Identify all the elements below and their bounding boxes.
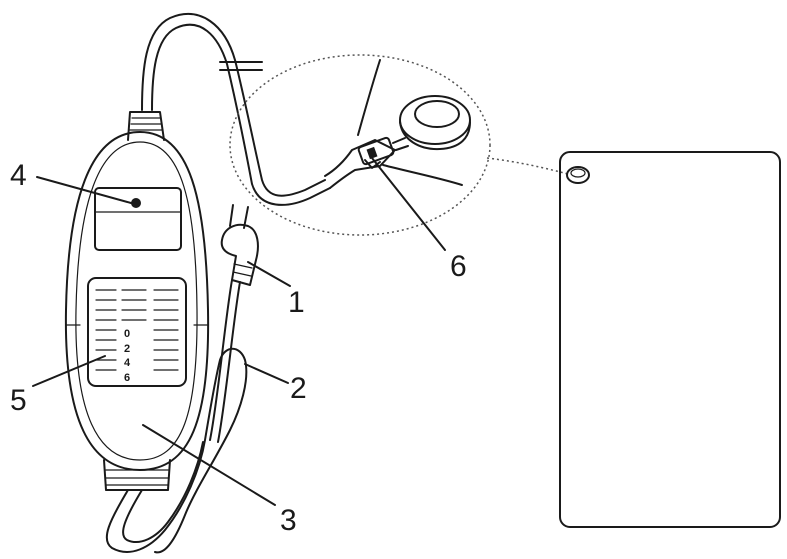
leader-2 (244, 363, 289, 384)
dial-grooves (95, 289, 179, 371)
callout-2: 2 (290, 372, 307, 405)
heating-pad (559, 151, 781, 528)
pad-cable (357, 59, 381, 136)
dial-level-0: 0 (124, 328, 130, 340)
round-socket (399, 95, 471, 151)
callout-6: 6 (450, 250, 467, 283)
connector-plug (324, 136, 409, 189)
controller-strain-relief-top (127, 111, 165, 141)
lower-cord (105, 279, 248, 554)
controller-strain-relief-bottom (103, 459, 171, 491)
leader-5 (32, 355, 106, 387)
dial-level-6: 6 (124, 372, 130, 384)
leader-6 (371, 157, 446, 251)
callout-5: 5 (10, 384, 27, 417)
pad-socket-icon (566, 166, 590, 184)
leader-3 (142, 424, 276, 506)
callout-4: 4 (10, 159, 27, 192)
leader-1 (247, 261, 291, 287)
detail-leader (486, 157, 569, 175)
callout-3: 3 (280, 504, 297, 537)
callout-1: 1 (288, 286, 305, 319)
leader-4 (36, 176, 132, 204)
dial-panel (87, 277, 187, 387)
controller: 0 2 4 6 (64, 111, 210, 491)
detail-magnifier (229, 54, 491, 236)
indicator-light (131, 198, 141, 208)
indicator-panel (94, 187, 182, 251)
upper-cord (141, 13, 331, 206)
dial-level-4: 4 (124, 357, 131, 369)
power-plug (220, 204, 259, 286)
callout-leaders (32, 157, 446, 506)
dial-level-2: 2 (124, 343, 130, 355)
